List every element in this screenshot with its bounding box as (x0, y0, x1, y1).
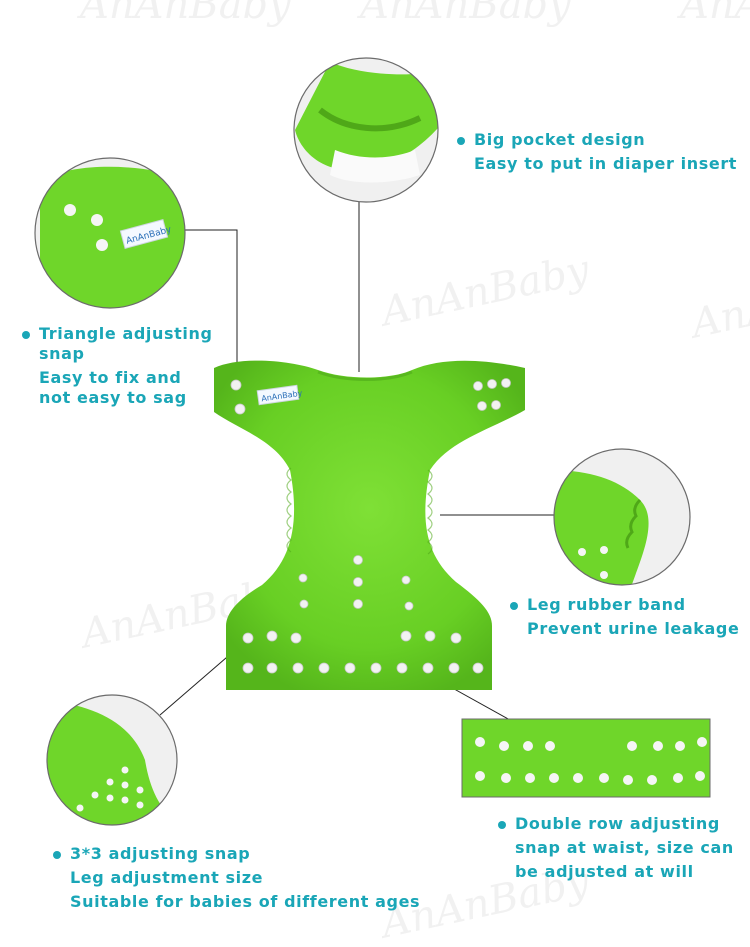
bullet-dot (457, 137, 465, 145)
leg-snap-detail-circle (46, 694, 178, 826)
bullet-dot (510, 602, 518, 610)
brand-watermark: AnAnBaby (360, 0, 571, 28)
feature-line: Leg adjustment size (70, 868, 264, 887)
feature-line: be adjusted at will (515, 862, 694, 881)
bullet-dot (498, 821, 506, 829)
feature-line: Easy to put in diaper insert (474, 154, 738, 173)
feature-line: Easy to fix and (39, 368, 182, 387)
brand-watermark: AnAnBaby (80, 0, 291, 28)
feature-line: 3*3 adjusting snap (70, 844, 251, 863)
triangle-snap-detail-circle: AnAnBaby (34, 157, 186, 309)
snaps (230, 378, 511, 674)
feature-line: Prevent urine leakage (527, 619, 740, 638)
bullet-dot (22, 331, 30, 339)
feature-line: snap (39, 344, 85, 363)
brand-watermark: AnAnBaby (680, 0, 750, 28)
feature-line: Big pocket design (474, 130, 646, 149)
feature-line: Leg rubber band (527, 595, 686, 614)
diaper-main: AnAnBaby (214, 360, 525, 690)
feature-pocket: Big pocket design Easy to put in diaper … (457, 128, 738, 176)
feature-line: not easy to sag (39, 388, 187, 407)
leg-elastic-detail-circle (553, 448, 691, 586)
feature-leg-snap: 3*3 adjusting snap Leg adjustment size S… (53, 842, 421, 914)
feature-line: Triangle adjusting (39, 324, 213, 343)
feature-line: Double row adjusting (515, 814, 720, 833)
feature-triangle-snap: Triangle adjusting snap Easy to fix and … (22, 324, 213, 408)
bullet-dot (53, 851, 61, 859)
feature-line: snap at waist, size can (515, 838, 734, 857)
feature-waist-snap: Double row adjusting snap at waist, size… (498, 812, 734, 884)
waist-snap-detail-rect (461, 718, 711, 798)
feature-line: Suitable for babies of different ages (70, 892, 421, 911)
pocket-detail-circle (293, 57, 439, 203)
feature-leg-elastic: Leg rubber band Prevent urine leakage (510, 593, 740, 641)
